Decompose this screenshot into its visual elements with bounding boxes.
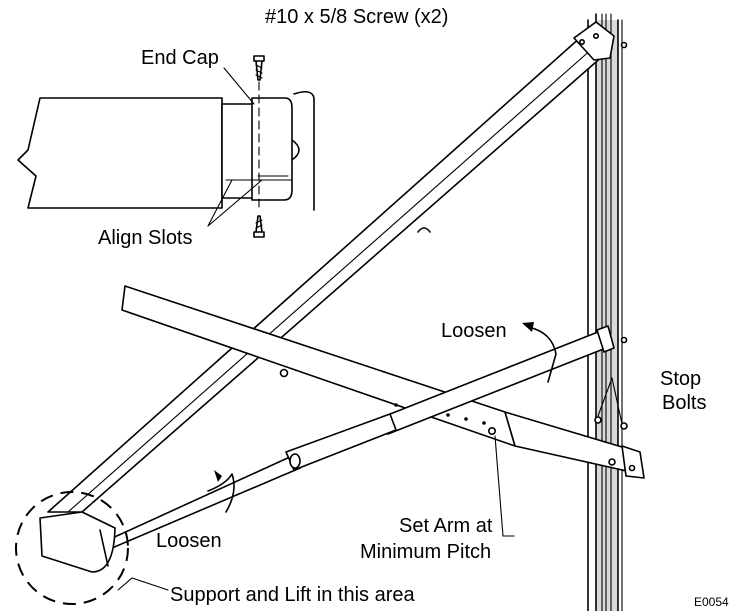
- end-cap-inset: [17, 55, 315, 238]
- loosen-top-label: Loosen: [441, 320, 507, 342]
- loosen-bottom-label: Loosen: [156, 530, 222, 552]
- support-area-circle: [15, 491, 129, 605]
- loosen-arrows: [207, 322, 557, 513]
- arm-foot: [39, 511, 116, 573]
- stop-label: Stop: [660, 368, 701, 390]
- bolts-label: Bolts: [662, 392, 706, 414]
- top-screw: [253, 55, 265, 81]
- set-arm-label-line1: Set Arm at: [399, 515, 493, 537]
- align-slots-label: Align Slots: [98, 227, 193, 249]
- stop-bolts: [594, 416, 628, 430]
- end-cap-label: End Cap: [141, 47, 219, 69]
- wall-rail: [587, 13, 628, 611]
- set-arm-label-line2: Minimum Pitch: [360, 541, 491, 563]
- support-lift-label: Support and Lift in this area: [170, 584, 415, 606]
- outer-arm-tube: [504, 411, 645, 479]
- bottom-screw: [253, 215, 265, 238]
- main-diagonal-arm: [47, 21, 615, 513]
- leader-lines: [117, 67, 623, 591]
- screw-label: #10 x 5/8 Screw (x2): [265, 6, 448, 28]
- figure-code: E0054: [694, 595, 729, 609]
